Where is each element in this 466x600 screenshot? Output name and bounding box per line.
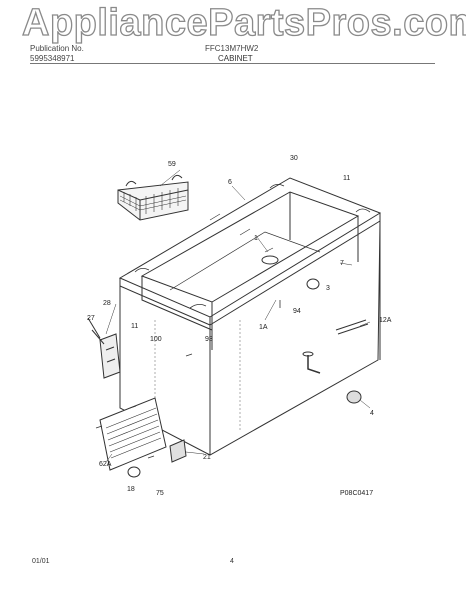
- callout-28: 28: [103, 300, 111, 307]
- callout-18: 18: [127, 486, 135, 493]
- watermark: AppliancePartsPros.com: [21, 1, 466, 44]
- callout-100: 100: [150, 336, 162, 343]
- grille-part: [99, 397, 167, 471]
- callout-94: 94: [293, 308, 301, 315]
- foot-part: [346, 390, 362, 404]
- publication-label: Publication No.: [30, 44, 84, 53]
- hinge-part: [87, 317, 121, 379]
- callout-93: 93: [205, 336, 213, 343]
- footer-date: 01/01: [32, 558, 50, 565]
- section-title: CABINET: [218, 54, 253, 63]
- screw-parts: [95, 300, 281, 459]
- callout-30: 30: [290, 155, 298, 162]
- publication-number: 5995348971: [30, 54, 75, 63]
- model-number: FFC13M7HW2: [205, 44, 259, 53]
- callout-21: 21: [203, 454, 211, 461]
- callout-27: 27: [87, 315, 95, 322]
- liner-part: [141, 192, 359, 350]
- callout-3: 3: [326, 285, 330, 292]
- callout-11: 11: [343, 175, 350, 182]
- callout-7: 7: [340, 260, 344, 267]
- figure-code: P08C0417: [340, 490, 373, 497]
- callout-1: 1: [254, 235, 258, 242]
- callout-11-hinge: 11: [131, 323, 138, 330]
- drain-part: [302, 319, 369, 374]
- header-rule: [30, 63, 435, 64]
- foot-part: [127, 466, 141, 478]
- basket-part: [117, 174, 189, 221]
- callout-62a: 62A: [99, 461, 112, 468]
- callout-4: 4: [370, 410, 374, 417]
- callout-75: 75: [156, 490, 164, 497]
- callout-12a: 12A: [379, 317, 392, 324]
- callout-59: 59: [168, 161, 176, 168]
- callout-1a: 1A: [259, 324, 268, 331]
- footer-page: 4: [230, 558, 234, 565]
- leader-lines: [105, 169, 371, 463]
- control-box-part: [169, 439, 187, 463]
- callout-6: 6: [228, 179, 232, 186]
- knob-part: [306, 278, 320, 290]
